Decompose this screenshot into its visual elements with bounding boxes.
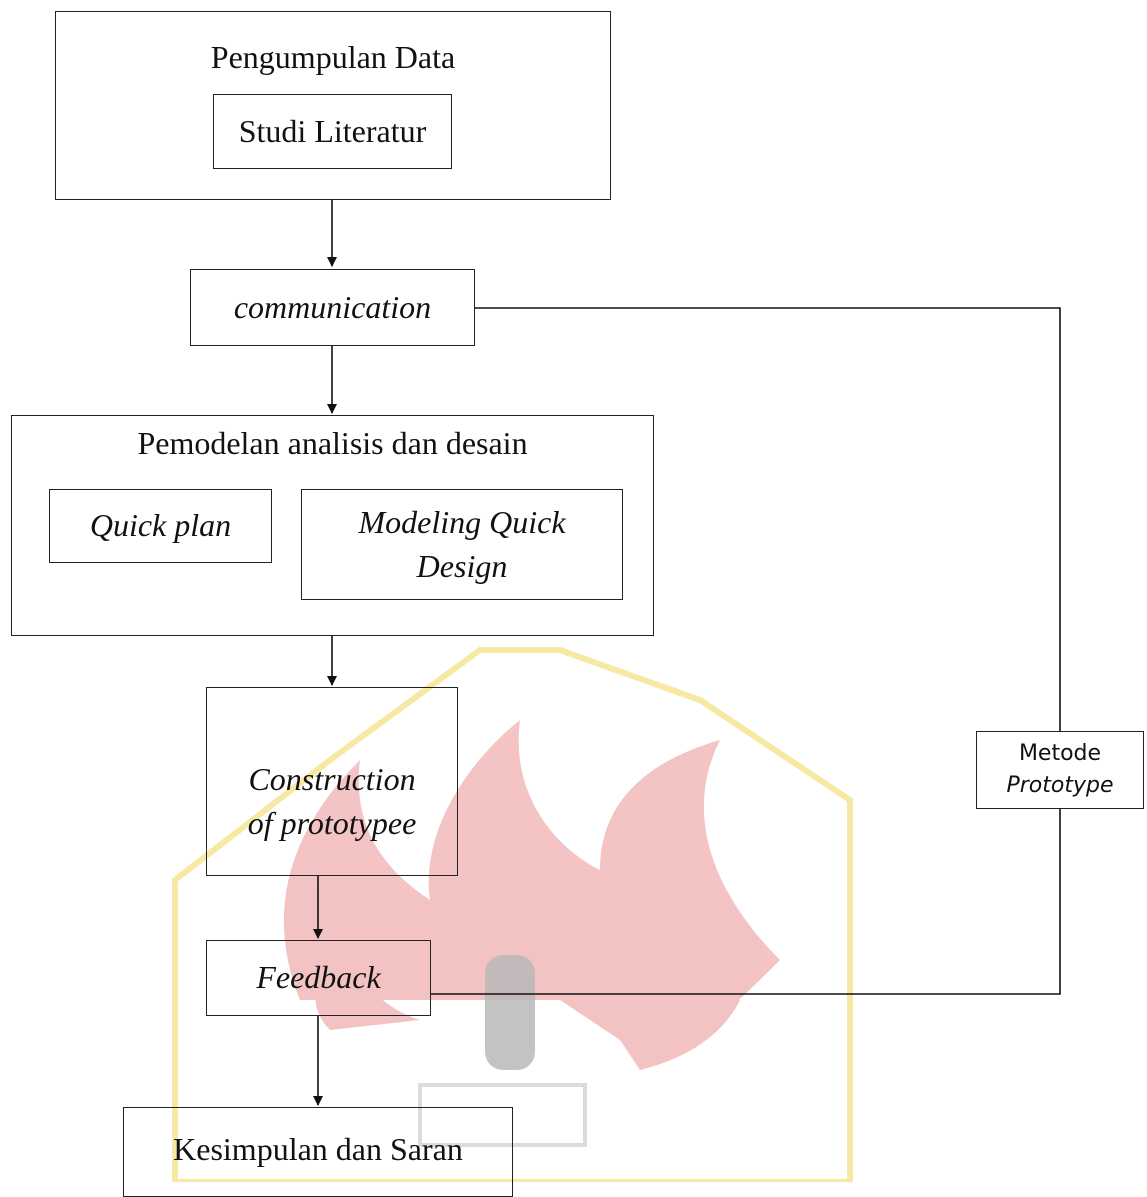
construction-line2: of prototypee <box>247 804 417 841</box>
pengumpulan-data-title: Pengumpulan Data <box>210 39 456 75</box>
metode-label: Metode <box>1018 741 1102 767</box>
metode-prototype-label-box: Metode Prototype <box>976 731 1144 809</box>
modeling-quick-design-line2: Design <box>416 547 508 584</box>
watermark-letter <box>485 955 535 1070</box>
kesimpulan-label: Kesimpulan dan Saran <box>173 1131 463 1167</box>
feedback-box: Feedback <box>206 940 431 1016</box>
watermark-shield-outline <box>172 647 853 1182</box>
modeling-quick-design-box: Modeling Quick Design <box>301 489 623 600</box>
construction-box: Construction of prototypee <box>206 687 458 876</box>
construction-line1: Construction <box>248 761 416 798</box>
quick-plan-label: Quick plan <box>89 507 232 544</box>
kesimpulan-box: Kesimpulan dan Saran <box>123 1107 513 1197</box>
prototype-label: Prototype <box>1006 773 1114 798</box>
watermark-flame <box>283 720 780 1070</box>
studi-literatur-label: Studi Literatur <box>238 112 427 149</box>
quick-plan-box: Quick plan <box>49 489 272 563</box>
communication-label: communication <box>233 288 432 325</box>
pemodelan-box: Pemodelan analisis dan desain Quick plan… <box>11 415 654 636</box>
watermark-base <box>418 1083 587 1147</box>
pengumpulan-data-box: Pengumpulan Data Studi Literatur <box>55 11 611 200</box>
communication-box: communication <box>190 269 475 346</box>
pemodelan-title: Pemodelan analisis dan desain <box>137 425 528 461</box>
feedback-label: Feedback <box>256 959 381 996</box>
modeling-quick-design-line1: Modeling Quick <box>358 504 566 541</box>
loop-connector-line <box>431 307 1061 995</box>
studi-literatur-box: Studi Literatur <box>213 94 452 169</box>
